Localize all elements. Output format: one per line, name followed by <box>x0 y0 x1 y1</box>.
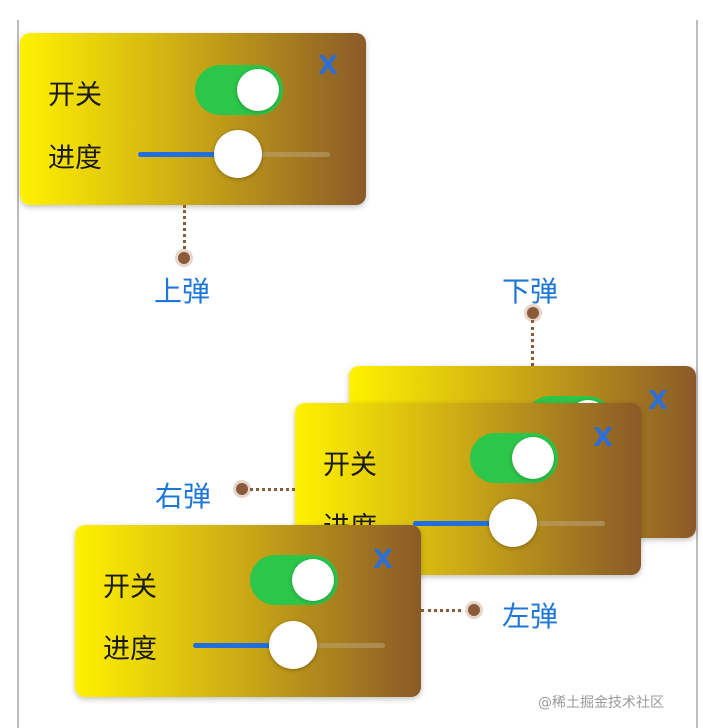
callout-up: 上弹 <box>154 275 211 308</box>
slider-fill <box>138 152 238 157</box>
toggle-knob <box>512 437 554 479</box>
frame-right-line <box>696 20 698 728</box>
slider-fill <box>193 643 293 648</box>
progress-slider[interactable] <box>413 499 605 549</box>
switch-label: 开关 <box>103 572 157 603</box>
switch-toggle[interactable] <box>470 433 558 483</box>
toggle-knob <box>237 69 279 111</box>
connector-left-dot <box>468 604 480 616</box>
slider-thumb[interactable] <box>268 621 317 669</box>
switch-label: 开关 <box>323 450 377 481</box>
connector-right-dot <box>236 483 248 495</box>
slider-thumb[interactable] <box>488 499 537 547</box>
progress-label: 进度 <box>103 634 157 665</box>
popup-left: 开关 X 进度 <box>75 525 421 697</box>
close-icon[interactable]: X <box>373 545 394 575</box>
toggle-knob <box>292 559 334 601</box>
connector-down-dot <box>527 307 539 319</box>
switch-toggle[interactable] <box>195 65 283 115</box>
progress-slider[interactable] <box>138 130 330 180</box>
slider-fill <box>413 521 513 526</box>
close-icon[interactable]: X <box>648 386 669 416</box>
callout-left: 左弹 <box>502 600 559 633</box>
connector-up-dot <box>178 252 190 264</box>
popup-up: 开关 X 进度 <box>20 33 366 205</box>
switch-label: 开关 <box>48 80 102 111</box>
callout-right: 右弹 <box>155 480 212 513</box>
switch-toggle[interactable] <box>250 555 338 605</box>
connector-right-line <box>250 488 295 491</box>
frame-left-line <box>17 20 19 728</box>
connector-down-line <box>531 320 534 366</box>
slider-thumb[interactable] <box>213 130 262 178</box>
progress-slider[interactable] <box>193 621 385 671</box>
close-icon[interactable]: X <box>318 51 339 81</box>
close-icon[interactable]: X <box>593 423 614 453</box>
connector-up-line <box>183 205 186 255</box>
watermark: @稀土掘金技术社区 <box>538 695 664 711</box>
connector-left-line <box>421 609 468 612</box>
progress-label: 进度 <box>48 143 102 174</box>
callout-down: 下弹 <box>502 275 559 308</box>
